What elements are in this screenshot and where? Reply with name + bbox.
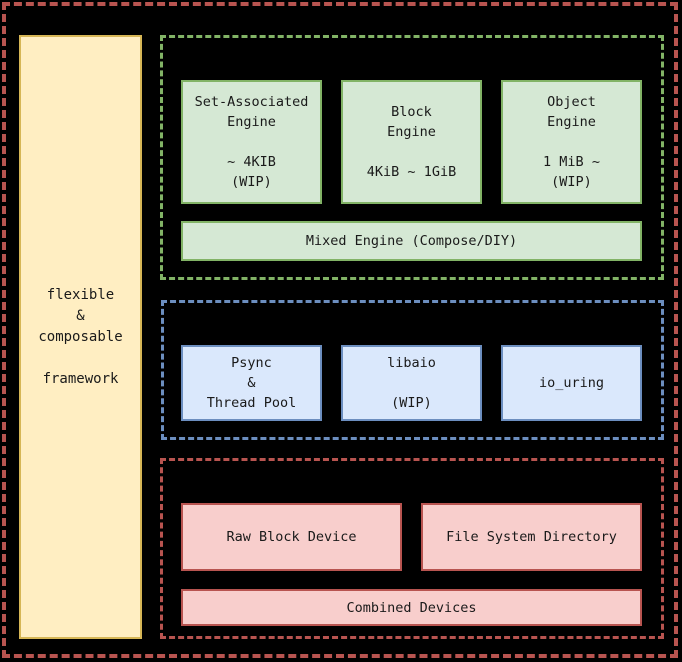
node-psync-thread-pool[interactable]: Psync & Thread Pool	[181, 345, 322, 421]
node-io-uring[interactable]: io_uring	[501, 345, 642, 421]
node-set-associated-engine[interactable]: Set-Associated Engine ~ 4KIB (WIP)	[181, 80, 322, 204]
group-io-backends-boundary	[161, 300, 664, 440]
node-file-system-directory[interactable]: File System Directory	[421, 503, 642, 571]
framework-side-panel-label: flexible & composable framework	[38, 286, 123, 387]
node-libaio[interactable]: libaio (WIP)	[341, 345, 482, 421]
framework-side-panel: flexible & composable framework	[19, 35, 142, 639]
node-object-engine[interactable]: Object Engine 1 MiB ~ (WIP)	[501, 80, 642, 204]
group-devices-boundary	[160, 458, 664, 639]
group-engines-boundary	[160, 35, 664, 280]
node-combined-devices[interactable]: Combined Devices	[181, 589, 642, 626]
node-mixed-engine[interactable]: Mixed Engine (Compose/DIY)	[181, 221, 642, 261]
node-block-engine[interactable]: Block Engine 4KiB ~ 1GiB	[341, 80, 482, 204]
node-raw-block-device[interactable]: Raw Block Device	[181, 503, 402, 571]
